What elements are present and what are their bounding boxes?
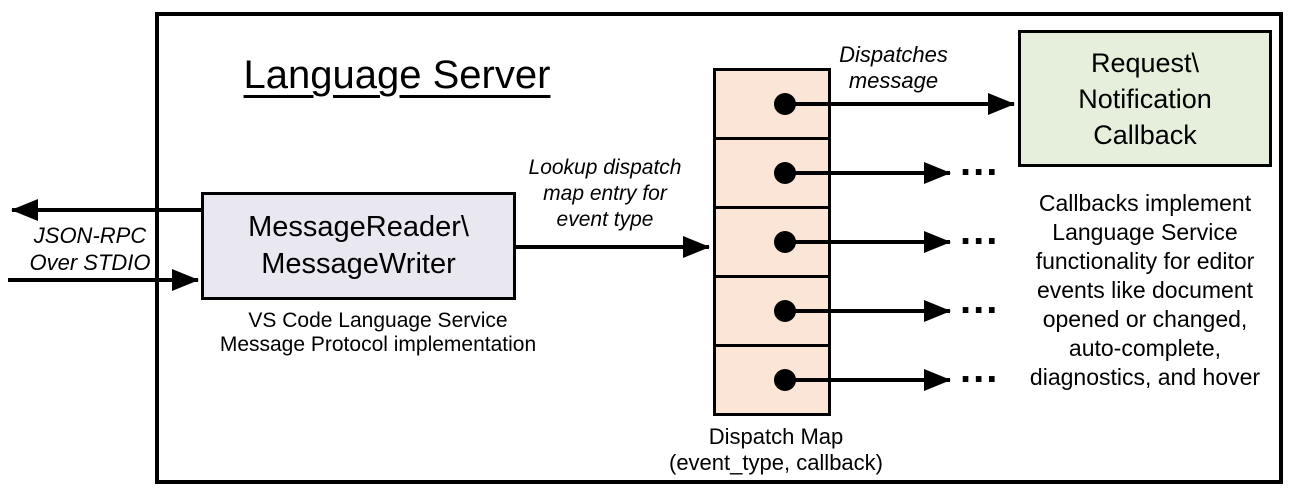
dispatch-map-caption-line: Dispatch Map: [708, 424, 844, 449]
dispatch-map-caption: Dispatch Map (event_type, callback): [646, 424, 906, 476]
lookup-label-line: event type: [556, 208, 654, 231]
dispatch-map-cell: [716, 347, 828, 413]
ellipsis-indicator: ...: [960, 278, 1000, 322]
diagram-title-text: Language Server: [243, 53, 551, 97]
message-box-caption: VS Code Language Service Message Protoco…: [198, 309, 558, 357]
dispatch-map-cell: [716, 71, 828, 140]
dispatch-map-cell: [716, 140, 828, 209]
language-server-boundary: [155, 12, 1283, 484]
json-rpc-stdio-label: JSON-RPC Over STDIO: [20, 222, 160, 276]
lookup-label-line: map entry for: [543, 182, 667, 205]
diagram-title: Language Server: [230, 52, 564, 98]
callbacks-note-line: Callbacks implement: [1038, 190, 1252, 216]
stdio-label-line: Over STDIO: [29, 250, 151, 275]
dispatch-map-cell: [716, 278, 828, 347]
callbacks-note-line: opened or changed,: [1042, 306, 1248, 332]
message-reader-writer-box: MessageReader\ MessageWriter: [201, 192, 516, 300]
callbacks-note-line: auto-complete,: [1068, 335, 1222, 361]
callbacks-note-line: Language Service: [1052, 219, 1238, 245]
message-box-caption-line: Message Protocol implementation: [219, 333, 537, 356]
callback-box-line: Request\: [1090, 47, 1200, 78]
dispatch-map: [713, 68, 831, 416]
request-notification-callback-box: Request\ Notification Callback: [1018, 30, 1272, 167]
dispatches-label-line: Dispatches: [839, 42, 948, 67]
callbacks-note-line: functionality for editor: [1035, 248, 1255, 274]
json-rpc-label-line: JSON-RPC: [33, 223, 147, 248]
callbacks-note-line: events like document: [1036, 277, 1254, 303]
message-box-caption-line: VS Code Language Service: [248, 309, 508, 332]
dispatches-label-line: message: [848, 68, 939, 93]
ellipsis-indicator: ...: [960, 209, 1000, 253]
callbacks-note: Callbacks implement Language Service fun…: [1008, 189, 1282, 392]
message-writer-label: MessageWriter: [261, 248, 456, 280]
callback-box-line: Callback: [1093, 119, 1197, 150]
dispatches-message-label: Dispatches message: [816, 42, 971, 94]
lookup-label-line: Lookup dispatch: [528, 156, 682, 179]
dispatch-map-cell: [716, 209, 828, 278]
ellipsis-indicator: ...: [960, 347, 1000, 391]
callbacks-note-line: diagnostics, and hover: [1029, 364, 1261, 390]
dispatch-map-caption-line: (event_type, callback): [669, 450, 883, 475]
ellipsis-indicator: ...: [960, 140, 1000, 184]
message-reader-label: MessageReader\: [248, 211, 469, 243]
lookup-dispatch-label: Lookup dispatch map entry for event type: [500, 155, 710, 233]
callback-box-line: Notification: [1078, 83, 1212, 114]
